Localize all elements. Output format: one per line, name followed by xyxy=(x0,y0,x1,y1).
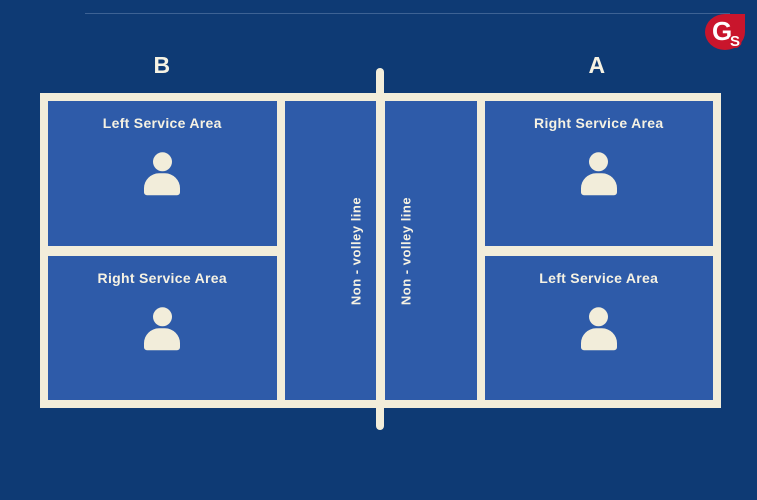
side-b-heading: B xyxy=(153,52,171,78)
person-icon xyxy=(580,307,617,352)
net-line xyxy=(376,68,384,430)
service-box-label: Right Service Area xyxy=(97,269,227,286)
non-volley-zone-left: Non - volley line xyxy=(284,101,377,400)
person-head xyxy=(589,152,609,172)
non-volley-line-label-right: Non - volley line xyxy=(398,196,413,305)
person-icon xyxy=(144,307,181,352)
service-box-a-bottom: Left Service Area xyxy=(484,255,713,400)
non-volley-line-label-left: Non - volley line xyxy=(348,196,363,305)
person-torso xyxy=(580,173,617,196)
person-torso xyxy=(144,328,181,351)
side-a-column: Right Service Area Left Service Area xyxy=(484,101,713,400)
person-icon xyxy=(144,152,181,198)
person-torso xyxy=(144,173,181,196)
service-box-label: Left Service Area xyxy=(102,115,222,131)
service-box-a-top: Right Service Area xyxy=(484,101,713,246)
non-volley-zone-right: Non - volley line xyxy=(384,101,477,400)
service-box-b-top: Left Service Area xyxy=(48,101,277,246)
logo-letter-s: S xyxy=(729,33,740,50)
top-divider-line xyxy=(85,13,730,14)
service-box-label: Right Service Area xyxy=(534,115,664,131)
person-head xyxy=(152,152,172,172)
person-icon xyxy=(580,152,617,198)
service-box-b-bottom: Right Service Area xyxy=(48,255,277,400)
side-b-column: Left Service Area Right Service Area xyxy=(48,101,277,400)
side-a-heading: A xyxy=(588,52,606,78)
logo-letter-g: G xyxy=(712,16,733,46)
person-head xyxy=(152,307,172,327)
brand-logo: G S xyxy=(705,14,745,50)
person-head xyxy=(589,307,609,327)
service-box-label: Left Service Area xyxy=(539,269,659,286)
person-torso xyxy=(580,328,617,351)
